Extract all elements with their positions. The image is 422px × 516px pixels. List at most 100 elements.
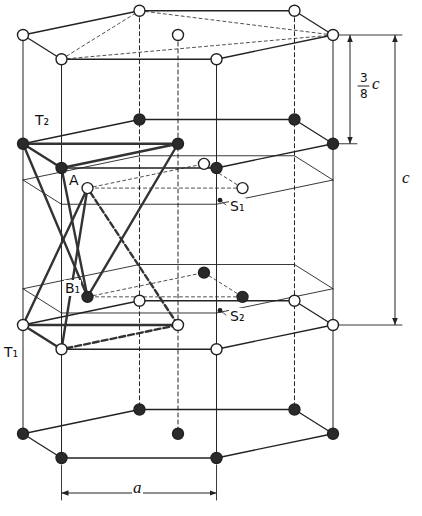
dimension-label: c bbox=[401, 170, 411, 186]
filled-atom bbox=[328, 428, 339, 439]
tetrahedron-t2-edge bbox=[23, 144, 62, 168]
site-label: S₁ bbox=[229, 198, 246, 214]
fraction-denominator: 8 bbox=[359, 88, 369, 101]
open-atom bbox=[289, 295, 300, 306]
leader-line bbox=[220, 200, 226, 205]
extension-line bbox=[339, 325, 402, 326]
hexagon-edge bbox=[23, 410, 139, 434]
open-atom bbox=[18, 30, 29, 41]
hexagon-edge bbox=[62, 349, 217, 350]
open-atom bbox=[328, 30, 339, 41]
open-atom bbox=[134, 5, 145, 16]
site-label: S₂ bbox=[229, 308, 246, 324]
hexagon-edge bbox=[23, 156, 139, 180]
filled-atom bbox=[173, 428, 184, 439]
atom-label: B₁ bbox=[64, 280, 81, 296]
prism-edge bbox=[333, 35, 334, 434]
fraction-bar bbox=[358, 86, 369, 87]
interior-triangle bbox=[88, 296, 243, 297]
fraction-numerator: 3 bbox=[359, 72, 369, 85]
hexagon-edge bbox=[23, 301, 139, 325]
tetrahedron-t2-edge bbox=[23, 144, 88, 297]
c-axis-line bbox=[178, 35, 179, 434]
tetrahedron-t1-edge bbox=[23, 324, 178, 326]
filled-atom bbox=[18, 428, 29, 439]
tetrahedron-t2-edge bbox=[23, 143, 178, 145]
hexagon-edge bbox=[294, 120, 333, 144]
open-atom bbox=[198, 158, 209, 169]
tetrahedron-t2-edge bbox=[88, 144, 178, 297]
hexagon-edge bbox=[294, 265, 333, 289]
filled-atom bbox=[56, 162, 67, 173]
top-triangle bbox=[139, 11, 333, 35]
hexagon-edge bbox=[23, 289, 62, 313]
top-triangle bbox=[62, 11, 140, 59]
open-atom bbox=[173, 320, 184, 331]
interior-triangle bbox=[88, 188, 243, 189]
interior-triangle bbox=[204, 164, 243, 188]
extension-line bbox=[216, 465, 217, 500]
filled-atom bbox=[173, 138, 184, 149]
hexagon-edge bbox=[294, 156, 333, 180]
hexagon-edge bbox=[294, 11, 333, 35]
open-atom bbox=[173, 30, 184, 41]
filled-atom bbox=[211, 452, 222, 463]
hexagon-edge bbox=[139, 264, 294, 265]
hexagon-edge bbox=[23, 35, 62, 59]
tetrahedron-t1-edge bbox=[88, 188, 178, 325]
open-atom bbox=[82, 183, 93, 194]
extension-line bbox=[61, 465, 62, 500]
hexagon-edge bbox=[139, 409, 294, 410]
leader-line bbox=[220, 310, 226, 315]
filled-atom bbox=[289, 404, 300, 415]
interior-triangle bbox=[204, 273, 243, 297]
structure-label: T₁ bbox=[3, 344, 19, 360]
filled-atom bbox=[56, 452, 67, 463]
hexagon-edge bbox=[139, 119, 294, 120]
hexagon-edge bbox=[23, 11, 139, 35]
extension-line bbox=[339, 35, 402, 36]
prism-edge bbox=[294, 11, 295, 410]
filled-atom bbox=[289, 114, 300, 125]
filled-atom bbox=[82, 291, 93, 302]
hexagon-edge bbox=[23, 325, 62, 349]
filled-atom bbox=[211, 162, 222, 173]
open-atom bbox=[56, 54, 67, 65]
prism-edge bbox=[23, 35, 24, 434]
open-atom bbox=[211, 344, 222, 355]
dimension-line bbox=[395, 35, 396, 325]
filled-atom bbox=[198, 267, 209, 278]
filled-atom bbox=[237, 291, 248, 302]
hexagon-edge bbox=[62, 457, 217, 458]
hexagon-edge bbox=[217, 35, 333, 59]
interior-triangle bbox=[88, 164, 204, 188]
tetrahedron-t2-edge bbox=[62, 144, 178, 168]
open-atom bbox=[211, 54, 222, 65]
tetrahedron-t1-edge bbox=[23, 188, 88, 325]
hexagon-edge bbox=[217, 434, 333, 458]
structure-label: T₂ bbox=[34, 112, 50, 128]
hexagon-edge bbox=[294, 410, 333, 434]
dimension-line bbox=[350, 35, 351, 144]
filled-atom bbox=[328, 138, 339, 149]
dimension-label: c bbox=[371, 76, 381, 92]
filled-atom bbox=[134, 404, 145, 415]
atom-label: A bbox=[68, 172, 80, 188]
open-atom bbox=[56, 344, 67, 355]
filled-atom bbox=[18, 138, 29, 149]
filled-atom bbox=[134, 114, 145, 125]
open-atom bbox=[18, 320, 29, 331]
extension-line bbox=[339, 143, 357, 144]
tetrahedron-t1-edge bbox=[23, 325, 62, 349]
dimension-label: a bbox=[132, 480, 143, 496]
open-atom bbox=[328, 320, 339, 331]
hexagon-edge bbox=[62, 59, 217, 60]
hexagon-edge bbox=[217, 325, 333, 349]
open-atom bbox=[134, 295, 145, 306]
tetrahedron-t1-edge bbox=[62, 188, 88, 349]
tetrahedron-t1-edge bbox=[62, 325, 178, 349]
top-triangle bbox=[62, 35, 333, 59]
hexagon-edge bbox=[294, 301, 333, 325]
